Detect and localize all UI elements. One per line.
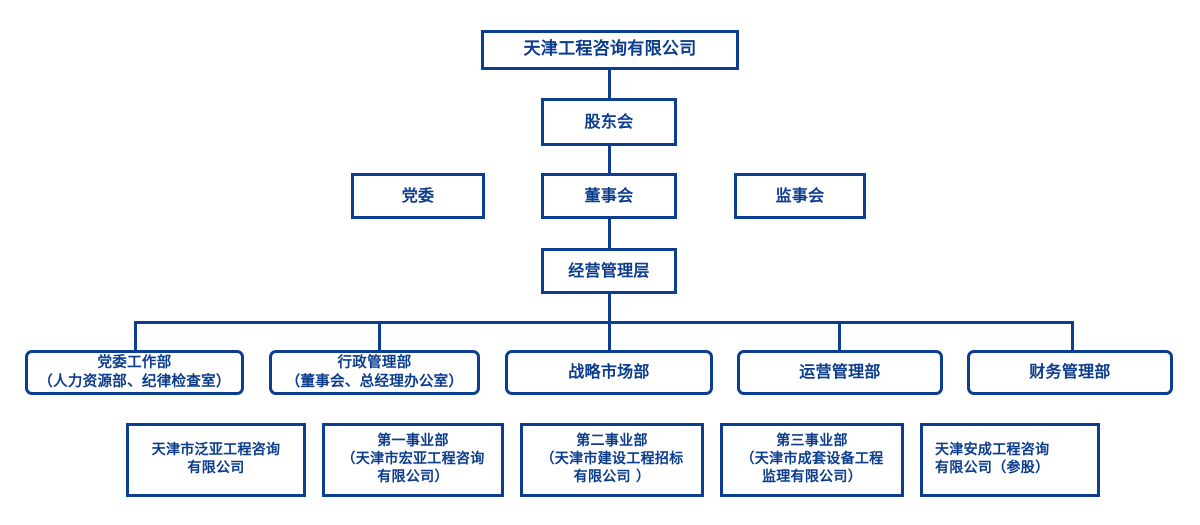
node-root-company[interactable]: 天津工程咨询有限公司 bbox=[481, 30, 739, 70]
connector-bus-to-department-2 bbox=[378, 321, 381, 351]
connector-management-to-bus bbox=[608, 294, 611, 323]
node-business-unit-2-line3: 有限公司 ） bbox=[573, 468, 651, 485]
node-subsidiary-fanya-line1: 天津市泛亚工程咨询 bbox=[151, 442, 281, 459]
node-business-unit-2[interactable]: 第二事业部 （天津市建设工程招标 有限公司 ） bbox=[520, 423, 704, 497]
node-shareholders-meeting-label: 股东会 bbox=[584, 111, 634, 131]
node-board-of-supervisors-label: 监事会 bbox=[775, 185, 825, 205]
node-department-administration-line1: 行政管理部 bbox=[337, 354, 412, 371]
node-department-finance-label: 财务管理部 bbox=[1029, 362, 1111, 382]
node-affiliate-ancheng-line1: 天津安成工程咨询 bbox=[935, 442, 1050, 459]
node-department-party-work-line2: （人力资源部、纪律检查室） bbox=[38, 373, 231, 390]
node-business-unit-3-line1: 第三事业部 bbox=[776, 433, 848, 450]
node-affiliate-ancheng-line2: 有限公司（参股） bbox=[935, 460, 1050, 476]
node-board-of-supervisors[interactable]: 监事会 bbox=[734, 173, 866, 219]
node-department-administration-line2: （董事会、总经理办公室） bbox=[285, 373, 464, 390]
node-business-unit-3[interactable]: 第三事业部 （天津市成套设备工程 监理有限公司） bbox=[720, 423, 904, 497]
node-business-unit-1-line1: 第一事业部 bbox=[377, 433, 449, 450]
node-shareholders-meeting[interactable]: 股东会 bbox=[541, 98, 677, 146]
node-department-party-work-line1: 党委工作部 bbox=[97, 354, 172, 371]
node-party-committee[interactable]: 党委 bbox=[351, 173, 485, 219]
node-department-party-work[interactable]: 党委工作部 （人力资源部、纪律检查室） bbox=[25, 350, 244, 395]
node-department-strategy-market-label: 战略市场部 bbox=[568, 362, 650, 382]
node-business-unit-3-line3: 监理有限公司） bbox=[761, 468, 863, 485]
node-affiliate-ancheng[interactable]: 天津安成工程咨询 有限公司（参股） bbox=[920, 423, 1100, 497]
connector-bus-to-department-3 bbox=[608, 321, 611, 351]
node-business-unit-1[interactable]: 第一事业部 （天津市宏亚工程咨询 有限公司） bbox=[322, 423, 504, 497]
node-management-layer[interactable]: 经营管理层 bbox=[541, 248, 677, 294]
node-department-operations-label: 运营管理部 bbox=[799, 362, 881, 382]
connector-board-to-management bbox=[608, 219, 611, 249]
node-board-of-directors-label: 董事会 bbox=[584, 185, 634, 205]
node-root-company-label: 天津工程咨询有限公司 bbox=[523, 39, 697, 60]
node-department-administration[interactable]: 行政管理部 （董事会、总经理办公室） bbox=[269, 350, 480, 395]
node-business-unit-1-line2: （天津市宏亚工程咨询 bbox=[341, 451, 485, 468]
connector-root-to-shareholders bbox=[608, 70, 611, 99]
node-business-unit-2-line2: （天津市建设工程招标 bbox=[540, 451, 684, 468]
node-party-committee-label: 党委 bbox=[401, 185, 435, 205]
node-department-operations[interactable]: 运营管理部 bbox=[737, 350, 943, 395]
node-subsidiary-fanya[interactable]: 天津市泛亚工程咨询 有限公司 bbox=[126, 423, 306, 497]
node-department-strategy-market[interactable]: 战略市场部 bbox=[505, 350, 713, 395]
node-business-unit-3-line2: （天津市成套设备工程 bbox=[740, 451, 884, 468]
node-management-layer-label: 经营管理层 bbox=[568, 260, 650, 280]
connector-shareholders-to-board bbox=[608, 146, 611, 174]
node-business-unit-1-line3: 有限公司） bbox=[377, 468, 449, 485]
connector-department-bus bbox=[134, 321, 1074, 324]
node-business-unit-2-line1: 第二事业部 bbox=[576, 433, 648, 450]
connector-bus-to-department-5 bbox=[1071, 321, 1074, 351]
connector-bus-to-department-1 bbox=[134, 321, 137, 351]
node-subsidiary-fanya-line2: 有限公司 bbox=[187, 460, 245, 476]
node-board-of-directors[interactable]: 董事会 bbox=[541, 173, 677, 219]
node-department-finance[interactable]: 财务管理部 bbox=[967, 350, 1173, 395]
connector-bus-to-department-4 bbox=[838, 321, 841, 351]
